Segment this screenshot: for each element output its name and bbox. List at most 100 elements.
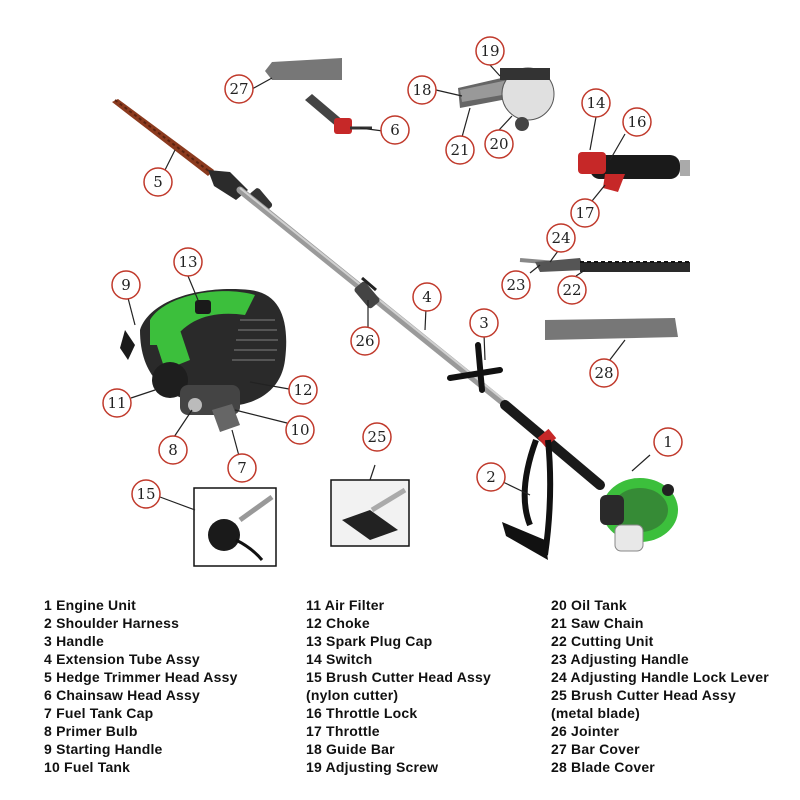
callout-15: 15 — [131, 479, 161, 509]
svg-text:7: 7 — [237, 459, 247, 477]
legend-item: 1 Engine Unit — [44, 597, 137, 613]
callout-27: 27 — [224, 74, 254, 104]
callout-8: 8 — [158, 435, 188, 465]
svg-text:23: 23 — [506, 276, 525, 294]
callout-28: 28 — [589, 358, 619, 388]
legend-item: 7 Fuel Tank Cap — [44, 705, 154, 721]
legend-item: 27 Bar Cover — [551, 741, 640, 757]
svg-text:2: 2 — [486, 468, 496, 486]
parts-legend-column-3: 20 Oil Tank 21 Saw Chain 22 Cutting Unit… — [551, 596, 769, 776]
nylon-cutter-head — [208, 494, 274, 561]
engine-unit-small — [600, 478, 678, 552]
svg-text:6: 6 — [390, 121, 400, 139]
legend-item: 21 Saw Chain — [551, 615, 644, 631]
callout-19: 19 — [475, 36, 505, 66]
svg-text:19: 19 — [480, 42, 499, 60]
parts-diagram: 1 2 3 4 5 6 7 8 9 10 11 12 13 14 15 16 1… — [102, 36, 690, 567]
callout-22: 22 — [557, 275, 587, 305]
svg-text:24: 24 — [551, 229, 570, 247]
svg-text:5: 5 — [153, 173, 163, 191]
svg-text:10: 10 — [290, 421, 309, 439]
jointer-knob — [361, 276, 377, 292]
callout-4: 4 — [412, 282, 442, 312]
callout-14: 14 — [581, 88, 611, 118]
svg-text:17: 17 — [575, 204, 594, 222]
legend-item: 13 Spark Plug Cap — [306, 633, 433, 649]
legend-item: (metal blade) — [551, 705, 640, 721]
legend-item: 8 Primer Bulb — [44, 723, 138, 739]
cutting-unit-closeup — [519, 258, 690, 272]
svg-text:26: 26 — [355, 332, 374, 350]
hedge-blade-teeth — [114, 99, 211, 173]
legend-item: 2 Shoulder Harness — [44, 615, 180, 631]
callout-23: 23 — [501, 270, 531, 300]
svg-text:27: 27 — [229, 80, 248, 98]
legend-item: 18 Guide Bar — [306, 741, 395, 757]
legend-item: 11 Air Filter — [306, 597, 385, 613]
callout-2: 2 — [476, 462, 506, 492]
shoulder-harness-pad — [502, 522, 548, 560]
chainsaw-closeup — [458, 67, 555, 131]
svg-text:13: 13 — [178, 253, 197, 271]
svg-text:8: 8 — [168, 441, 178, 459]
legend-item: 23 Adjusting Handle — [551, 651, 689, 667]
blade-cover-part — [545, 318, 678, 340]
svg-text:22: 22 — [562, 281, 581, 299]
callout-12: 12 — [288, 375, 318, 405]
shoulder-harness-strap — [521, 438, 554, 556]
callout-3: 3 — [469, 308, 499, 338]
legend-item: 14 Switch — [306, 651, 373, 667]
jointer-part — [354, 281, 380, 309]
callout-9: 9 — [111, 270, 141, 300]
svg-text:1: 1 — [663, 433, 673, 451]
callout-10: 10 — [285, 415, 315, 445]
svg-text:28: 28 — [594, 364, 613, 382]
legend-item: 4 Extension Tube Assy — [44, 651, 200, 667]
throttle-red-part — [537, 428, 557, 448]
callout-17: 17 — [570, 198, 600, 228]
legend-item: 25 Brush Cutter Head Assy — [551, 687, 736, 703]
callout-13: 13 — [173, 247, 203, 277]
callout-25: 25 — [362, 422, 392, 452]
callout-1: 1 — [653, 427, 683, 457]
legend-item: 28 Blade Cover — [551, 759, 655, 775]
bar-cover-part — [265, 58, 342, 80]
legend-item: 19 Adjusting Screw — [306, 759, 439, 775]
legend-item: 6 Chainsaw Head Assy — [44, 687, 200, 703]
svg-text:12: 12 — [293, 381, 312, 399]
starting-handle-part — [120, 330, 135, 360]
cooling-fins — [232, 319, 278, 361]
svg-text:3: 3 — [479, 314, 489, 332]
callout-5: 5 — [143, 167, 173, 197]
svg-text:4: 4 — [422, 288, 432, 306]
legend-item: 15 Brush Cutter Head Assy — [306, 669, 491, 685]
parts-legend-column-2: 11 Air Filter 12 Choke 13 Spark Plug Cap… — [306, 596, 491, 776]
legend-item: 22 Cutting Unit — [551, 633, 654, 649]
metal-blade-head — [342, 487, 407, 540]
legend-item: 5 Hedge Trimmer Head Assy — [44, 669, 238, 685]
pole-hedge-trimmer-illustration — [112, 99, 678, 560]
svg-text:15: 15 — [136, 485, 155, 503]
engine-closeup-illustration — [120, 289, 287, 432]
callout-26: 26 — [350, 326, 380, 356]
legend-item: 3 Handle — [44, 633, 104, 649]
svg-text:25: 25 — [367, 428, 386, 446]
svg-text:16: 16 — [627, 113, 646, 131]
svg-text:14: 14 — [586, 94, 605, 112]
svg-text:11: 11 — [107, 394, 126, 412]
primer-bulb-part — [188, 398, 202, 412]
legend-item: 26 Jointer — [551, 723, 620, 739]
callout-24: 24 — [546, 223, 576, 253]
legend-item: 9 Starting Handle — [44, 741, 163, 757]
callout-6: 6 — [380, 115, 410, 145]
callout-20: 20 — [484, 129, 514, 159]
legend-item: (nylon cutter) — [306, 687, 399, 703]
throttle-grip-closeup — [578, 152, 690, 192]
callout-11: 11 — [102, 388, 132, 418]
parts-legend-column-1: 1 Engine Unit 2 Shoulder Harness 3 Handl… — [44, 596, 238, 776]
legend-item: 12 Choke — [306, 615, 370, 631]
air-filter-part — [152, 362, 188, 398]
leader-lines — [127, 64, 651, 511]
legend-item: 17 Throttle — [306, 723, 380, 739]
fuel-tank-cap-part — [212, 404, 240, 432]
